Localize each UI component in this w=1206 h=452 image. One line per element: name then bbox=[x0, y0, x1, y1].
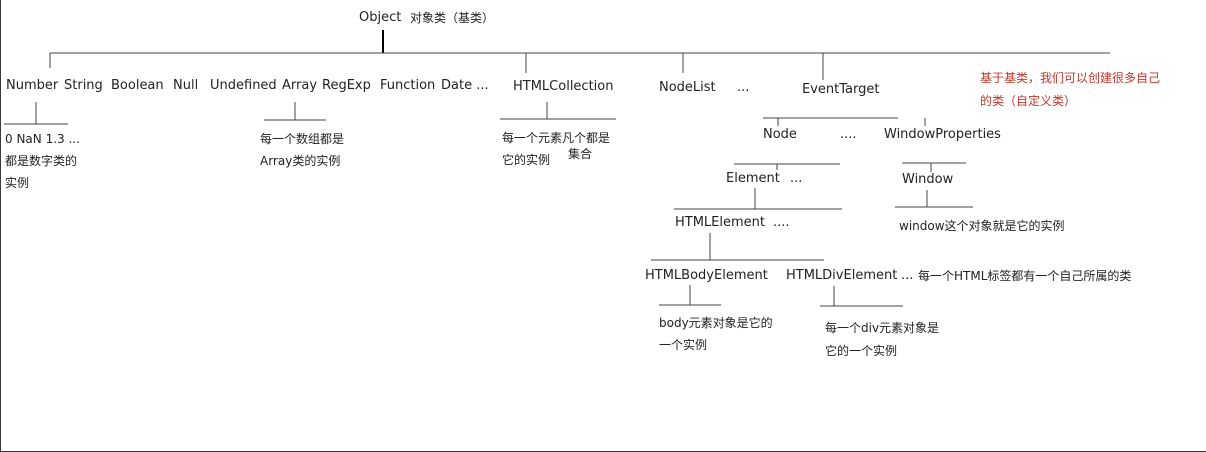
class-null: Null bbox=[173, 78, 199, 93]
class-windowproperties: WindowProperties bbox=[884, 127, 1001, 142]
node-dots: .... bbox=[840, 127, 857, 142]
class-regexp: RegExp bbox=[322, 78, 371, 93]
htmldivelement-dots: ... bbox=[901, 268, 914, 283]
htmlcollection-note-line2: 它的实例 bbox=[502, 153, 551, 167]
custom-class-note-line2: 的类（自定义类） bbox=[980, 94, 1077, 108]
div-note-line1: 每一个div元素对象是 bbox=[825, 321, 940, 335]
number-note-line2: 实例 bbox=[5, 176, 30, 190]
class-boolean: Boolean bbox=[111, 78, 164, 93]
root-label: Object bbox=[359, 10, 402, 25]
class-date: Date ... bbox=[441, 78, 489, 93]
class-node: Node bbox=[763, 127, 797, 142]
root-description: 对象类（基类） bbox=[410, 11, 495, 25]
array-note-line2: Array类的实例 bbox=[260, 154, 341, 168]
number-note-line1: 都是数字类的 bbox=[5, 154, 78, 168]
class-eventtarget: EventTarget bbox=[802, 82, 880, 97]
htmlelement-dots: .... bbox=[773, 215, 790, 230]
body-note-line2: 一个实例 bbox=[659, 338, 708, 352]
class-htmlelement: HTMLElement bbox=[675, 215, 765, 230]
body-note-line1: body元素对象是它的 bbox=[659, 316, 773, 330]
class-element: Element bbox=[726, 171, 780, 186]
class-undefined: Undefined bbox=[210, 78, 277, 93]
ellipsis-top: ... bbox=[737, 80, 750, 95]
class-window: Window bbox=[902, 172, 954, 187]
htmlcollection-note-extra: 集合 bbox=[568, 147, 593, 161]
class-htmlcollection: HTMLCollection bbox=[513, 79, 614, 94]
array-note-line1: 每一个数组都是 bbox=[260, 132, 345, 146]
htmlcollection-note-line1: 每一个元素凡个都是 bbox=[502, 131, 611, 145]
class-number: Number bbox=[6, 78, 59, 93]
class-htmldivelement: HTMLDivElement bbox=[786, 268, 898, 283]
class-string: String bbox=[64, 78, 103, 93]
class-nodelist: NodeList bbox=[659, 80, 716, 95]
html-tag-note: 每一个HTML标签都有一个自己所属的类 bbox=[918, 269, 1132, 283]
class-array: Array bbox=[282, 78, 318, 93]
class-function: Function bbox=[380, 78, 436, 93]
window-note: window这个对象就是它的实例 bbox=[899, 219, 1065, 233]
element-dots: ... bbox=[790, 171, 803, 186]
div-note-line2: 它的一个实例 bbox=[825, 344, 898, 358]
number-values: 0 NaN 1.3 ... bbox=[5, 132, 80, 146]
custom-class-note-line1: 基于基类，我们可以创建很多自己 bbox=[980, 71, 1161, 85]
class-htmlbodyelement: HTMLBodyElement bbox=[645, 268, 768, 283]
